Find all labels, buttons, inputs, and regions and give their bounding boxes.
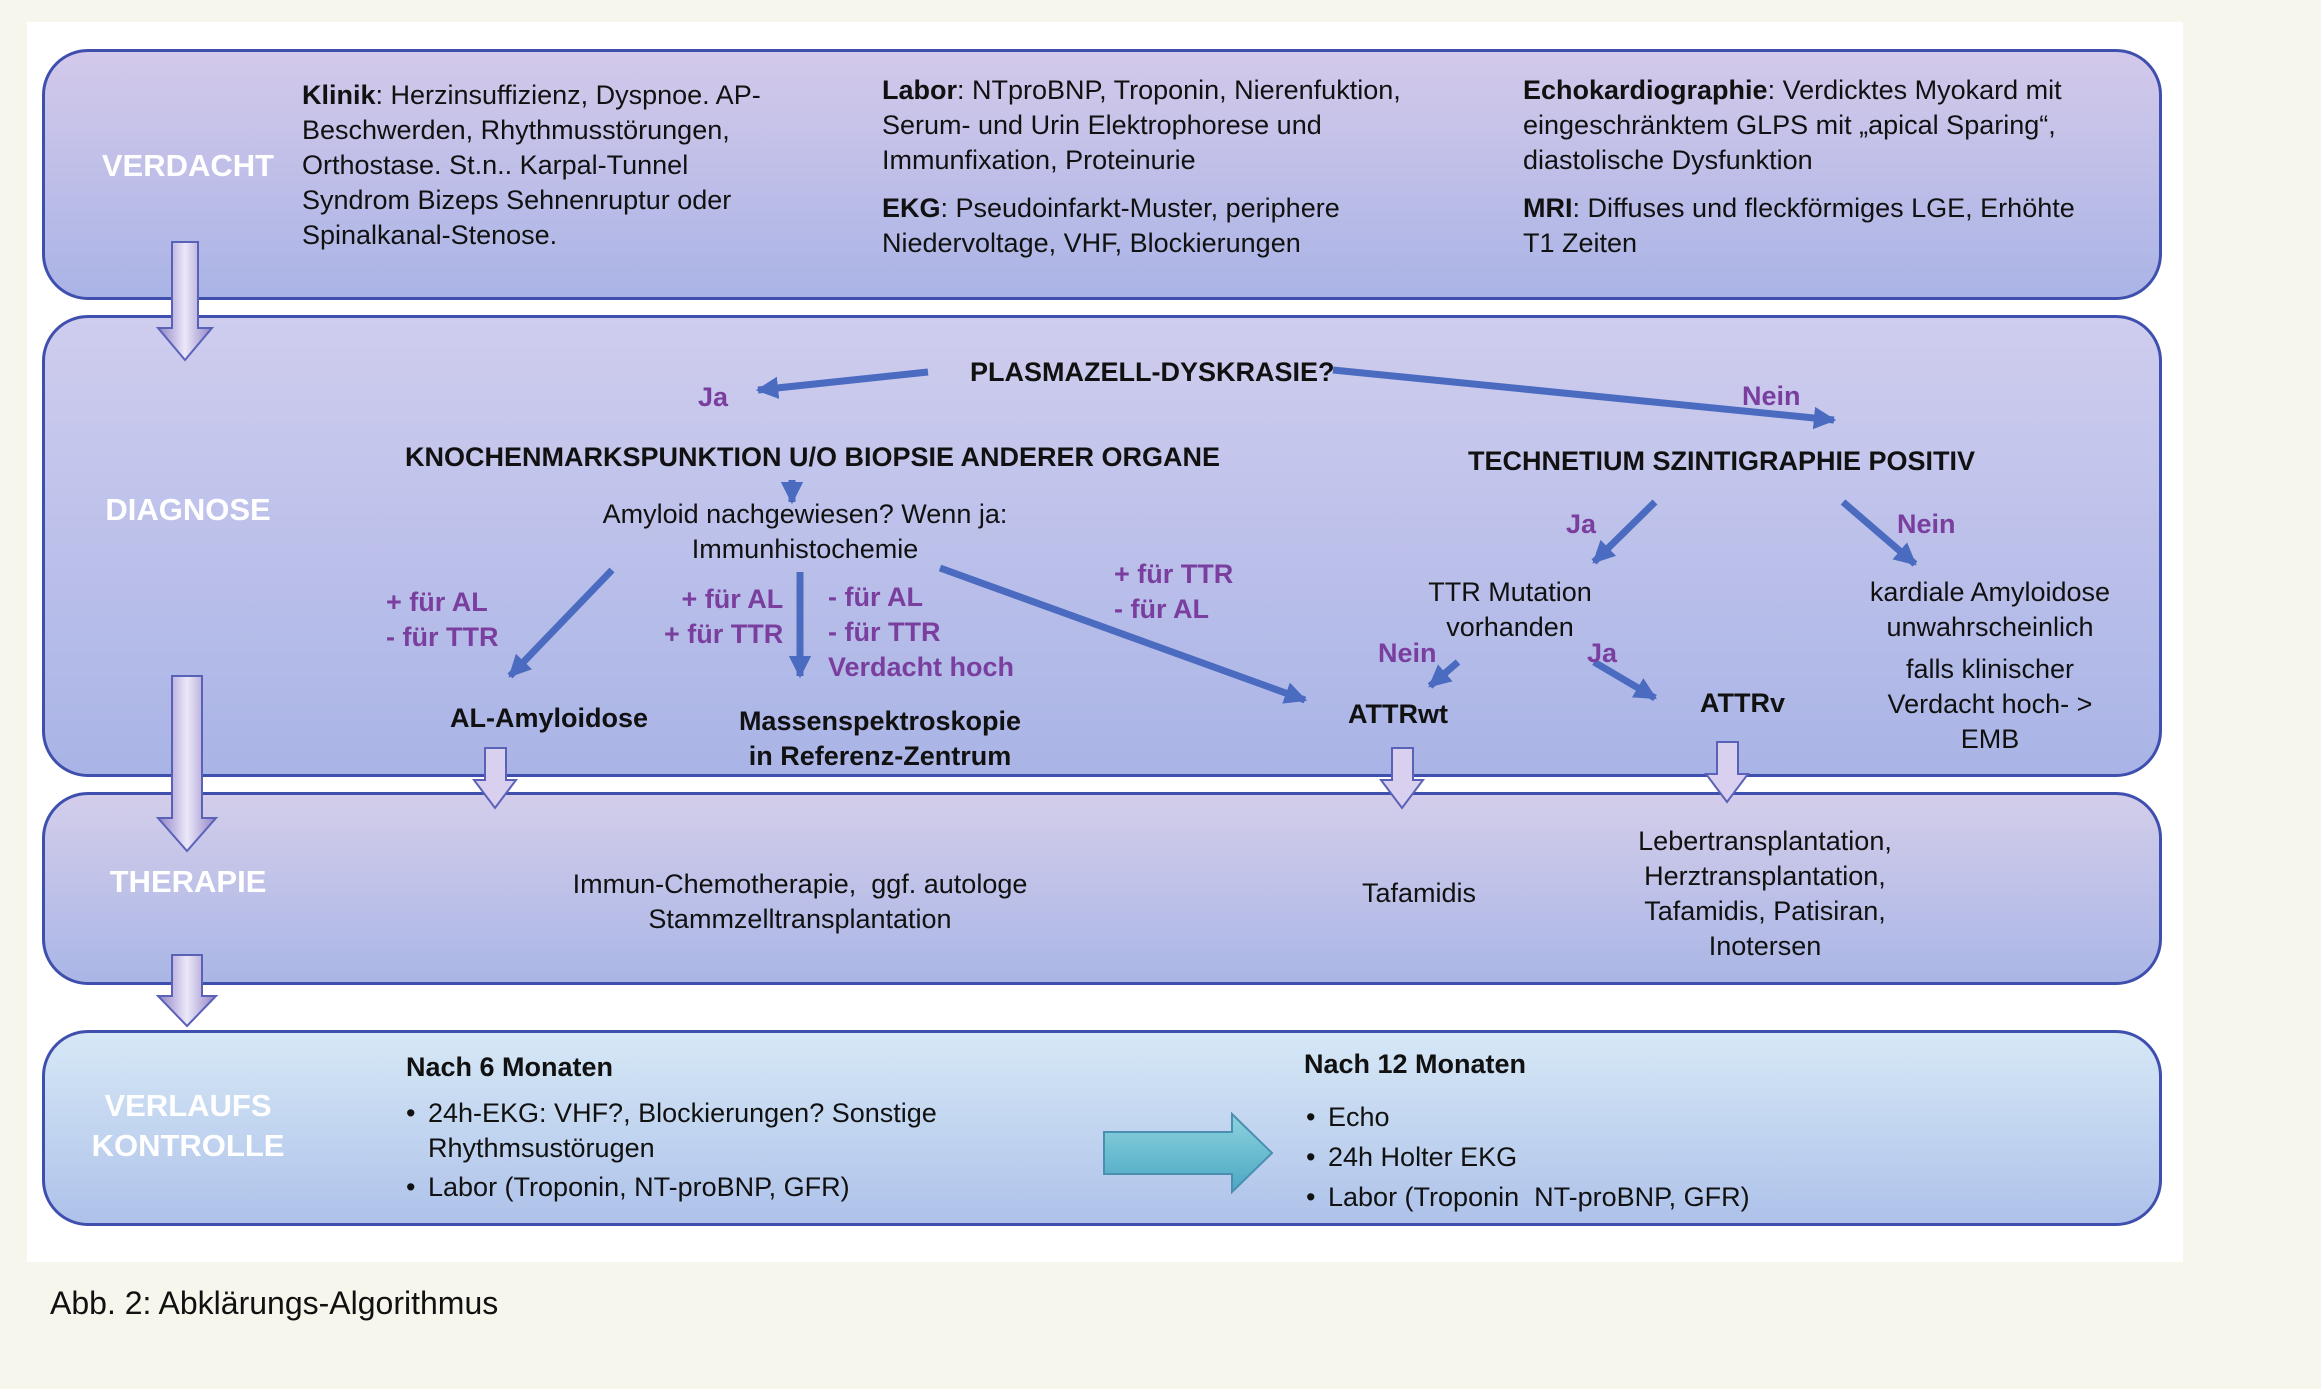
klinik-text: : Herzinsuffizienz, Dyspnoe. AP- Beschwe…: [302, 80, 761, 250]
twelve-months-title: Nach 12 Monaten: [1304, 1049, 1527, 1079]
technetium-heading: TECHNETIUM SZINTIGRAPHIE POSITIV: [1468, 446, 1976, 476]
ekg-label: EKG: [882, 193, 941, 223]
therapie-label: THERAPIE: [109, 864, 267, 899]
ekg-block: EKG: Pseudoinfarkt-Muster, periphere Nie…: [882, 191, 1340, 261]
ja-label: Ja: [698, 382, 729, 412]
attrwt-therapy: Tafamidis: [1362, 878, 1477, 908]
echo-text: : Verdicktes Myokard mit eingeschränktem…: [1523, 75, 2062, 175]
amyloid-question: Amyloid nachgewiesen? Wenn ja: Immunhist…: [602, 499, 1008, 564]
nein-label: Nein: [1742, 381, 1801, 411]
algorithm-figure: [27, 22, 2183, 1262]
attrv: ATTRv: [1700, 688, 1785, 718]
labor-block: Labor: NTproBNP, Troponin, Nierenfuktion…: [882, 73, 1401, 178]
verdacht-label: VERDACHT: [101, 148, 275, 183]
attrwt: ATTRwt: [1348, 699, 1448, 729]
ekg-text: : Pseudoinfarkt-Muster, periphere Nieder…: [882, 193, 1340, 258]
six-months-item: Labor (Troponin, NT-proBNP, GFR): [406, 1170, 937, 1205]
massenspektroskopie: Massenspektroskopie in Referenz-Zentrum: [738, 706, 1022, 771]
technetium-nein-label: Nein: [1897, 509, 1956, 539]
falls-verdacht-hoch: falls klinischer Verdacht hoch- > EMB: [1887, 654, 2093, 754]
branch-ttr-label: + für TTR - für AL: [1114, 559, 1234, 624]
technetium-ja-label: Ja: [1566, 509, 1597, 539]
amyloidose-unwahrscheinlich: kardiale Amyloidose unwahrscheinlich: [1869, 577, 2111, 642]
mutation-nein-label: Nein: [1378, 638, 1437, 668]
labor-label: Labor: [882, 75, 958, 105]
six-months-item: 24h-EKG: VHF?, Blockierungen? Sonstige R…: [406, 1096, 937, 1166]
twelve-months-item: Echo: [1306, 1097, 1750, 1137]
mri-block: MRI: Diffuses und fleckförmiges LGE, Erh…: [1523, 191, 2075, 261]
six-months-list: 24h-EKG: VHF?, Blockierungen? Sonstige R…: [406, 1096, 937, 1205]
attrv-therapy: Lebertransplantation, Herztransplantatio…: [1638, 826, 1892, 961]
klinik-block: Klinik: Herzinsuffizienz, Dyspnoe. AP- B…: [302, 78, 761, 253]
twelve-months-item: 24h Holter EKG: [1306, 1137, 1750, 1177]
twelve-months-list: Echo 24h Holter EKG Labor (Troponin NT-p…: [1306, 1097, 1750, 1217]
diagnose-label: DIAGNOSE: [105, 492, 271, 527]
branch-both-label: + für AL + für TTR: [664, 584, 784, 649]
echo-block: Echokardiographie: Verdicktes Myokard mi…: [1523, 73, 2062, 178]
verdacht-band: [42, 49, 2162, 300]
six-months-title: Nach 6 Monaten: [406, 1052, 614, 1082]
branch-none-label: - für AL - für TTR Verdacht hoch: [828, 582, 1015, 682]
ttr-mutation: TTR Mutation vorhanden: [1428, 577, 1592, 642]
knochenmark-heading: KNOCHENMARKSPUNKTION U/O BIOPSIE ANDERER…: [405, 442, 1221, 472]
mri-label: MRI: [1523, 193, 1573, 223]
figure-caption: Abb. 2: Abklärungs-Algorithmus: [50, 1285, 499, 1321]
therapie-band: [42, 792, 2162, 985]
al-amyloidose: AL-Amyloidose: [450, 703, 649, 733]
labor-text: : NTproBNP, Troponin, Nierenfuktion, Ser…: [882, 75, 1401, 175]
verlaufskontrolle-label: VERLAUFS KONTROLLE: [91, 1088, 285, 1163]
branch-al-label: + für AL - für TTR: [386, 587, 499, 652]
plasmazell-question: PLASMAZELL-DYSKRASIE?: [970, 357, 1335, 387]
al-therapy: Immun-Chemotherapie, ggf. autologe Stamm…: [572, 869, 1028, 934]
echo-label: Echokardiographie: [1523, 75, 1768, 105]
mutation-ja-label: Ja: [1587, 638, 1618, 668]
verlaufskontrolle-band: [42, 1030, 2162, 1226]
klinik-label: Klinik: [302, 80, 376, 110]
mri-text: : Diffuses und fleckförmiges LGE, Erhöht…: [1523, 193, 2075, 258]
twelve-months-item: Labor (Troponin NT-proBNP, GFR): [1306, 1177, 1750, 1217]
